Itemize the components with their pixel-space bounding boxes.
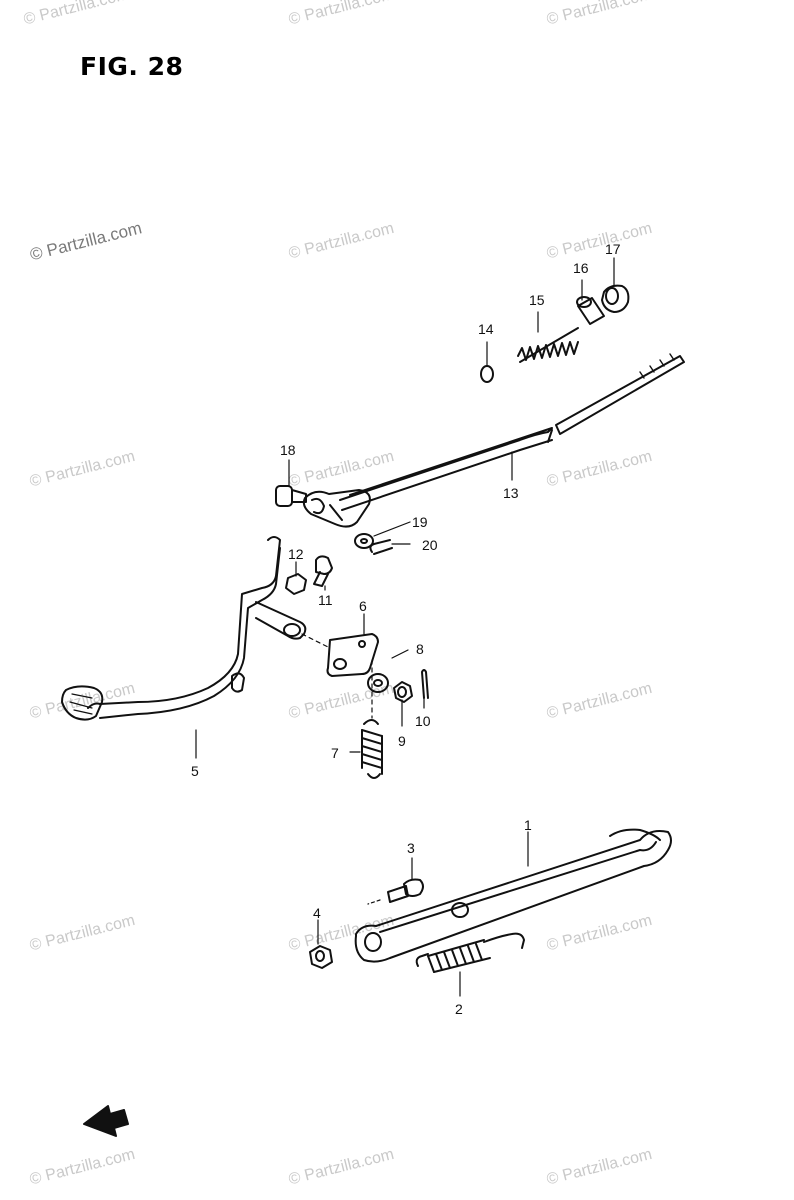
part-label-9: 9 — [398, 733, 406, 749]
part-label-18: 18 — [280, 442, 296, 458]
part-label-2: 2 — [455, 1001, 463, 1017]
part-label-10: 10 — [415, 713, 431, 729]
part-label-19: 19 — [412, 514, 428, 530]
spring-part-7 — [361, 659, 383, 779]
cotter-pin-part-10 — [421, 669, 429, 699]
brake-rod-part-13 — [302, 353, 685, 528]
bracket-plate-part-6 — [301, 633, 379, 677]
adjuster-nut-part-17 — [601, 284, 630, 313]
part-label-15: 15 — [529, 292, 545, 308]
bolt-part-18 — [275, 485, 307, 507]
cotter-pin-part-20 — [369, 539, 393, 555]
part-label-5: 5 — [191, 763, 199, 779]
part-label-13: 13 — [503, 485, 519, 501]
bolt-part-3 — [367, 878, 424, 905]
side-stand-part-1 — [354, 828, 672, 963]
washer-part-8 — [367, 673, 389, 693]
forward-direction-icon — [83, 1105, 129, 1137]
washer-part-14 — [480, 365, 494, 383]
part-label-3: 3 — [407, 840, 415, 856]
part-label-6: 6 — [359, 598, 367, 614]
part-label-20: 20 — [422, 537, 438, 553]
spring-part-15 — [517, 327, 579, 363]
part-label-1: 1 — [524, 817, 532, 833]
figure-title: FIG. 28 — [80, 52, 184, 81]
part-label-8: 8 — [416, 641, 424, 657]
nut-part-4 — [309, 945, 333, 969]
spring-part-2 — [415, 932, 525, 973]
part-label-11: 11 — [318, 592, 333, 608]
brake-pedal-part-5 — [61, 536, 307, 759]
part-label-12: 12 — [288, 546, 304, 562]
part-label-17: 17 — [605, 241, 621, 257]
washer-part-19 — [354, 533, 374, 549]
leader-lines — [288, 257, 615, 997]
nut-part-9 — [393, 681, 413, 703]
part-label-4: 4 — [313, 905, 321, 921]
collar-part-16 — [576, 296, 605, 325]
pivot-bolt-part-11 — [313, 555, 333, 587]
part-number-labels: 1 2 3 4 5 6 7 8 9 10 11 12 13 14 15 16 1… — [191, 241, 621, 1017]
part-label-16: 16 — [573, 260, 589, 276]
nut-part-12 — [285, 573, 307, 595]
part-label-14: 14 — [478, 321, 494, 337]
part-label-7: 7 — [331, 745, 339, 761]
